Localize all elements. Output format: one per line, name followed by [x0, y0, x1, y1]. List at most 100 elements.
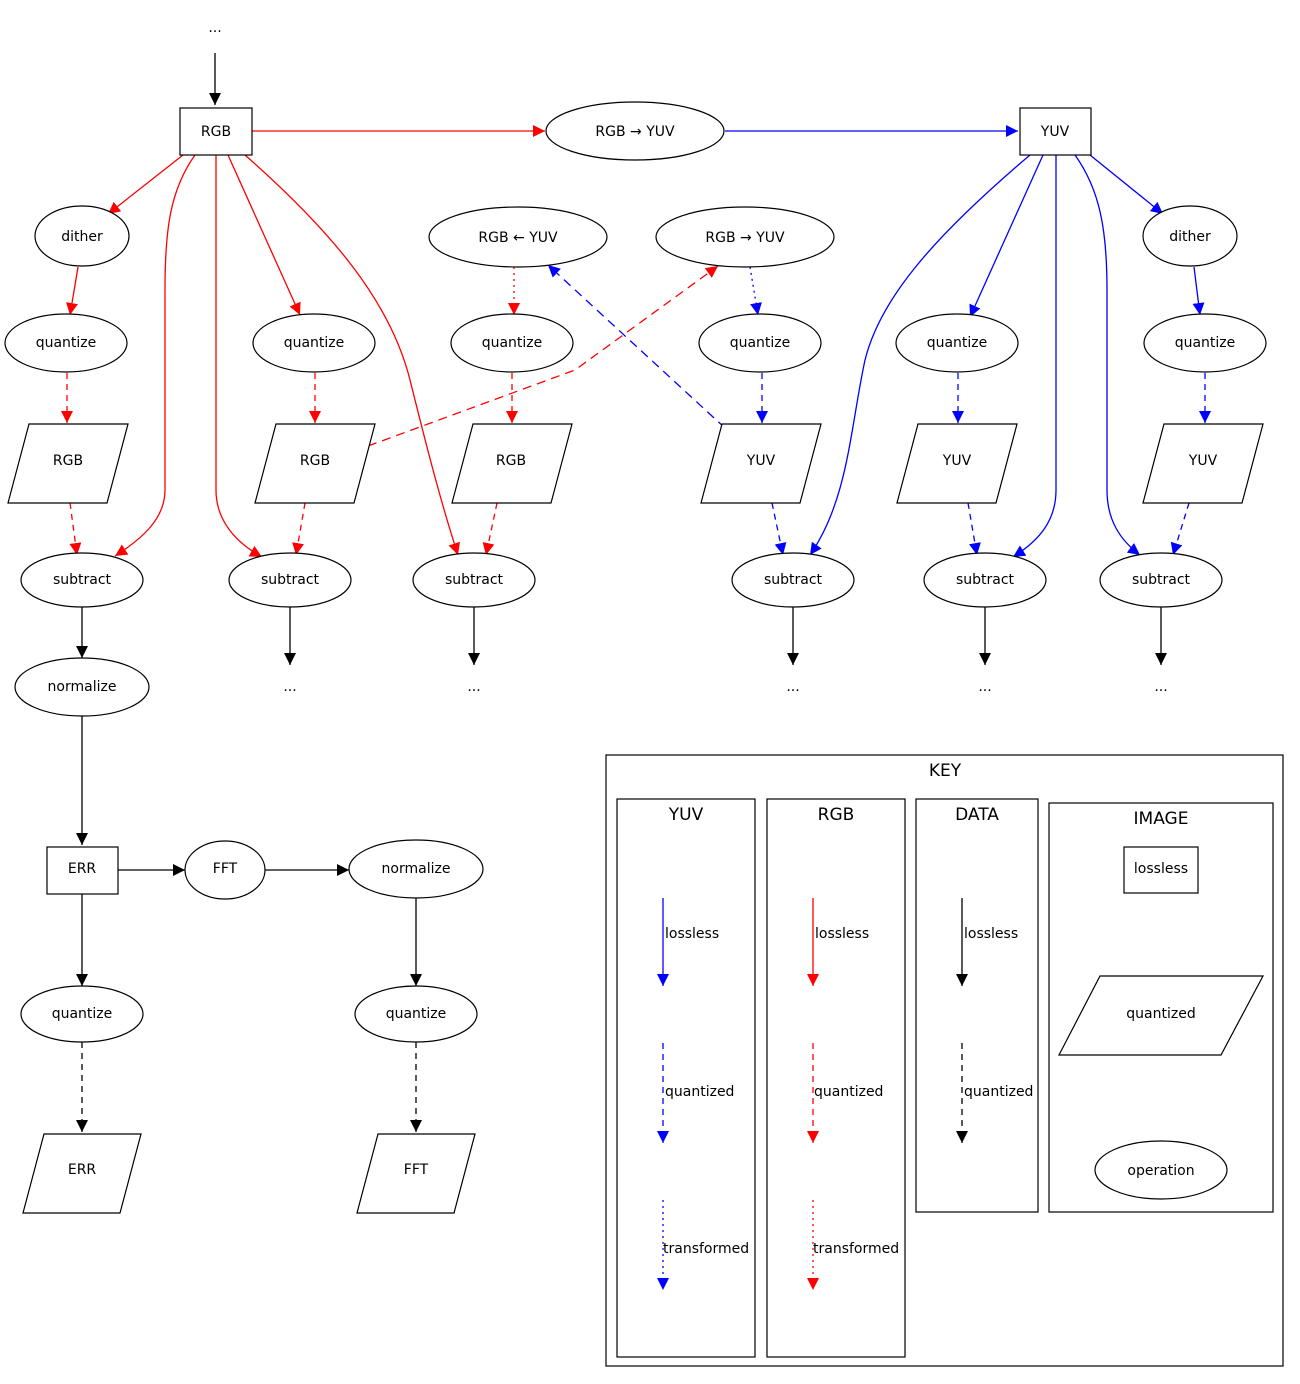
subtract-node-5: subtract	[923, 552, 1047, 608]
subtract-node-3: subtract	[412, 552, 536, 608]
rgb-node-label: RGB	[201, 124, 231, 140]
quantize-fft-node: quantize	[354, 985, 478, 1043]
ellipsis-5: ...	[978, 679, 991, 695]
normalize-node-1: normalize	[14, 657, 150, 717]
edge-rgb-image3-to-subtract	[482, 502, 498, 556]
subtract-node-6: subtract	[1099, 552, 1223, 608]
ellipsis-2: ...	[283, 679, 296, 695]
edge-yuv-image1-to-subtract	[771, 502, 787, 556]
key-operation-label: operation	[1127, 1163, 1194, 1179]
dither-yuv-node: dither	[1142, 205, 1238, 267]
edge-rgb-to-subtract2	[215, 155, 263, 558]
key-title: KEY	[929, 761, 962, 781]
subtract-node-1: subtract	[20, 552, 144, 608]
fft-quantized-image: FFT	[356, 1133, 476, 1214]
quantize-label-1: quantize	[36, 335, 97, 351]
key-legend: KEY YUV lossless quantized transformed R…	[605, 754, 1284, 1367]
edge-rgb-image2-to-subtract	[292, 502, 306, 556]
quantize-fft-label: quantize	[386, 1006, 447, 1022]
quantize-node-1: quantize	[4, 313, 128, 373]
key-rgb-quantized-label: quantized	[814, 1084, 883, 1100]
key-data-title: DATA	[955, 805, 999, 825]
key-rgb-transformed-label: transformed	[813, 1241, 899, 1257]
key-quantized-shape-label: quantized	[1126, 1006, 1195, 1022]
quantize-label-2: quantize	[284, 335, 345, 351]
subtract-label-3: subtract	[445, 572, 504, 588]
edge-rgb-to-subtract3	[244, 154, 460, 556]
rgb-lossless-node: RGB	[179, 107, 253, 156]
edge-yuv-to-quantize1	[969, 154, 1044, 318]
err-image-label: ERR	[68, 1162, 97, 1178]
fft-operation-node: FFT	[184, 840, 266, 900]
rgb-to-yuv-transform-node: RGB → YUV	[545, 101, 725, 161]
key-rgb-title: RGB	[818, 805, 855, 825]
key-yuv-lossless-label: lossless	[665, 926, 719, 942]
rgb-image-label-2: RGB	[300, 453, 330, 469]
yuv-lossless-node: YUV	[1019, 107, 1092, 156]
dither-rgb-label: dither	[61, 229, 103, 245]
rgb-quantized-image-2: RGB	[254, 423, 376, 504]
rgb-to-yuv-label: RGB → YUV	[595, 124, 675, 140]
rgb-quantized-image-1: RGB	[7, 423, 129, 504]
dither-rgb-node: dither	[34, 205, 130, 267]
subtract-node-4: subtract	[731, 552, 855, 608]
rgb-image-label-3: RGB	[496, 453, 526, 469]
key-image-title: IMAGE	[1134, 809, 1189, 829]
normalize-label-2: normalize	[382, 861, 451, 877]
key-data-quantized-label: quantized	[964, 1084, 1033, 1100]
edge-yuv-image3-to-subtract	[1170, 502, 1190, 556]
dither-yuv-label: dither	[1169, 229, 1211, 245]
edge-rgb-to-quantize2	[227, 154, 301, 316]
nodes: ... RGB RGB → YUV YUV dither RGB ← YUV R…	[4, 20, 1267, 1214]
subtract-node-2: subtract	[228, 552, 352, 608]
edge-dither-to-quantize	[66, 266, 79, 316]
rgb-to-yuv-node-2: RGB → YUV	[655, 206, 835, 268]
edge-yuv-to-dither	[1089, 154, 1164, 215]
top-ellipsis: ...	[208, 20, 221, 36]
key-image-column: IMAGE lossless quantized operation	[1048, 802, 1274, 1213]
edge-yuv-to-subtract6	[1074, 154, 1141, 556]
quantize-label-6: quantize	[1175, 335, 1236, 351]
subtract-label-6: subtract	[1132, 572, 1191, 588]
err-quantized-image: ERR	[22, 1133, 142, 1214]
edge-yuv-image2-to-subtract	[967, 502, 981, 556]
normalize-label-1: normalize	[48, 679, 117, 695]
yuv-node-label: YUV	[1040, 124, 1070, 140]
quantize-err-node: quantize	[20, 985, 144, 1043]
quantize-node-5: quantize	[895, 313, 1019, 373]
rgb-quantized-image-3: RGB	[451, 423, 573, 504]
fft-operation-label: FFT	[213, 861, 238, 877]
quantize-err-label: quantize	[52, 1006, 113, 1022]
key-lossless-box	[1123, 846, 1199, 894]
subtract-label-2: subtract	[261, 572, 320, 588]
ellipsis-6: ...	[1154, 679, 1167, 695]
yuv-image-label-3: YUV	[1188, 453, 1218, 469]
quantize-node-6: quantize	[1143, 313, 1267, 373]
key-yuv-quantized-label: quantized	[665, 1084, 734, 1100]
key-rgb-column: RGB lossless quantized transformed	[766, 798, 906, 1358]
key-data-column: DATA lossless quantized	[915, 798, 1039, 1213]
quantize-node-2: quantize	[252, 313, 376, 373]
rgb-to-yuv-label-2: RGB → YUV	[705, 230, 785, 246]
edge-yuv-to-subtract5	[1012, 155, 1057, 558]
rgb-from-yuv-node: RGB ← YUV	[428, 206, 608, 268]
yuv-image-label-1: YUV	[746, 453, 776, 469]
key-operation-ellipse	[1094, 1140, 1228, 1200]
quantize-node-4: quantize	[698, 313, 822, 373]
yuv-image-label-2: YUV	[942, 453, 972, 469]
key-yuv-transformed-label: transformed	[663, 1241, 749, 1257]
key-lossless-box-label: lossless	[1134, 861, 1188, 877]
fft-image-label: FFT	[404, 1162, 429, 1178]
edge-rgb-to-subtract1	[114, 154, 196, 557]
key-yuv-column: YUV lossless quantized transformed	[616, 798, 756, 1358]
quantize-node-3: quantize	[450, 313, 574, 373]
err-node-label: ERR	[68, 861, 97, 877]
key-quantized-parallelogram	[1058, 975, 1264, 1056]
normalize-node-2: normalize	[348, 839, 484, 899]
subtract-label-1: subtract	[53, 572, 112, 588]
edge-dither-to-quantize-yuv	[1192, 266, 1205, 316]
edges	[61, 53, 1211, 1132]
subtract-label-4: subtract	[764, 572, 823, 588]
quantize-label-4: quantize	[730, 335, 791, 351]
